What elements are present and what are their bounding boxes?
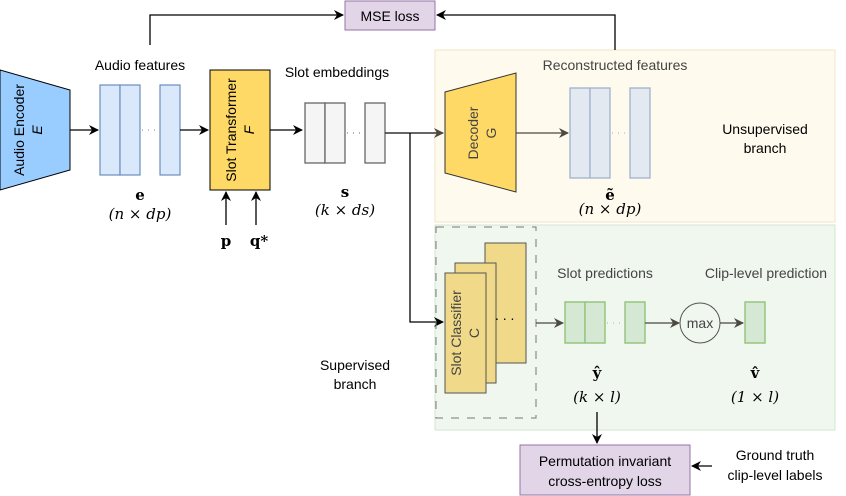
decoder-label: Decoder (465, 106, 481, 159)
max-pool-label: max (687, 315, 713, 331)
audio-features-shape: (n × dp) (109, 205, 172, 223)
slot-embedding-vectors (304, 102, 386, 164)
decoder-symbol: G (483, 128, 499, 139)
reconstructed-features-label: Reconstructed features (543, 57, 688, 73)
slot-vector (324, 102, 346, 164)
clip-prediction-shape: (1 × l) (731, 388, 779, 406)
reconstructed-vector (589, 87, 611, 179)
clip-prediction-symbol: v̂ (750, 364, 761, 382)
slot-embeddings-label: Slot embeddings (285, 64, 389, 80)
classifier-card-front (444, 272, 487, 394)
reconstructed-vector (569, 87, 591, 179)
arrow-slots-to-classifier (409, 133, 444, 327)
slot-vector (364, 102, 386, 164)
pit-loss-line1: Permutation invariant (539, 453, 671, 469)
slot-vector (304, 102, 326, 164)
supervised-branch-label: Supervised (320, 357, 390, 373)
mse-loss-label: MSE loss (360, 8, 419, 24)
audio-features-label: Audio features (95, 57, 185, 73)
slot-predictions-symbol: ŷ (592, 364, 603, 382)
arrow-reconstructed-to-mse (436, 10, 616, 50)
slot-transformer-block (209, 69, 271, 191)
unsupervised-branch-label-2: branch (744, 140, 787, 156)
ground-truth-line1: Ground truth (736, 447, 815, 463)
slot-prediction-vectors (564, 301, 646, 344)
prediction-vector (624, 301, 646, 344)
input-p-symbol: p (221, 232, 232, 250)
slot-classifier-symbol: C (466, 328, 482, 338)
audio-encoder-symbol: E (29, 125, 45, 135)
slot-predictions-label: Slot predictions (557, 265, 653, 281)
audio-features-vectors (99, 84, 181, 176)
mse-loss-box (344, 0, 436, 31)
arrow-features-to-mse (149, 10, 344, 45)
feature-vector (99, 84, 121, 176)
reconstructed-vector (629, 87, 651, 179)
clip-prediction-label: Clip-level prediction (705, 265, 827, 281)
prediction-vector (584, 301, 606, 344)
slot-predictions-shape: (k × l) (573, 388, 621, 406)
classifier-ellipsis: . . . (495, 307, 514, 323)
input-q-symbol: q* (250, 232, 268, 250)
slot-transformer-symbol: F (241, 124, 257, 134)
reconstructed-vectors (569, 87, 651, 179)
feature-vector (119, 84, 141, 176)
supervised-branch-label-2: branch (334, 376, 377, 392)
reconstructed-shape: (n × dp) (579, 200, 642, 218)
feature-vector (159, 84, 181, 176)
reconstructed-symbol: ẽ (605, 186, 615, 204)
slot-transformer-label: Slot Transformer (223, 78, 239, 182)
decoder-block (444, 72, 517, 193)
slot-embeddings-symbol: s (341, 183, 349, 201)
clip-prediction-vector (744, 301, 766, 344)
unsupervised-branch-label: Unsupervised (722, 121, 808, 137)
slot-embeddings-shape: (k × ds) (315, 201, 375, 219)
slot-classifier-label: Slot Classifier (448, 290, 464, 376)
ground-truth-line2: clip-level labels (728, 467, 823, 483)
audio-features-symbol: e (135, 186, 145, 204)
pit-loss-line2: cross-entropy loss (548, 473, 662, 489)
audio-encoder-block (0, 69, 71, 191)
audio-encoder-label: Audio Encoder (11, 84, 27, 176)
prediction-vector (564, 301, 586, 344)
pit-loss-box (519, 444, 691, 496)
